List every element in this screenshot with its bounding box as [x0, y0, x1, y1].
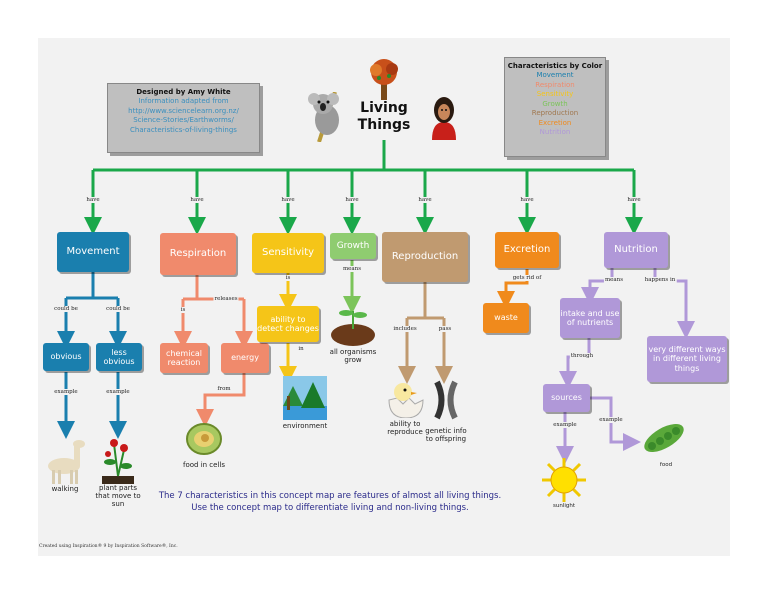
- node-waste[interactable]: waste: [483, 303, 529, 333]
- link-label-is: is: [284, 275, 292, 281]
- seedling-icon: [331, 310, 375, 346]
- peas-icon: [644, 424, 684, 452]
- sun-icon: [542, 458, 586, 502]
- map-title: Living Things: [356, 100, 412, 134]
- link-label-in: in: [297, 346, 305, 352]
- legend-item-excretion: Excretion: [538, 118, 572, 127]
- link-label-have: have: [280, 197, 296, 203]
- chromosome-icon: [434, 380, 458, 420]
- link-label-is: is: [179, 307, 187, 313]
- legend-item-reproduction: Reproduction: [531, 109, 579, 118]
- legend-heading: Characteristics by Color: [507, 62, 603, 70]
- software-credit: Created using Inspiration® 9 by Inspirat…: [39, 544, 178, 549]
- legend-item-nutrition: Nutrition: [539, 128, 571, 137]
- node-less-obvious[interactable]: less obvious: [96, 343, 142, 371]
- node-growth[interactable]: Growth: [330, 233, 376, 259]
- person-icon: [432, 97, 456, 140]
- link-label-have: have: [519, 197, 535, 203]
- link-label-have: have: [417, 197, 433, 203]
- hatching-chick-icon: [388, 383, 424, 418]
- node-very-different-ways[interactable]: very different ways in different living …: [647, 336, 727, 382]
- link-label-could-be: could be: [53, 306, 79, 312]
- designer-line: Information adapted from: [138, 97, 229, 106]
- node-sources[interactable]: sources: [543, 384, 590, 412]
- link-label-could-be: could be: [105, 306, 131, 312]
- legend-item-movement: Movement: [536, 71, 574, 80]
- caption-all-organisms-grow: all organisms grow: [329, 348, 377, 365]
- node-obvious[interactable]: obvious: [43, 343, 89, 371]
- link-label-gets-rid-of: gets rid of: [511, 275, 543, 281]
- node-reproduction[interactable]: Reproduction: [382, 232, 468, 282]
- link-label-example: example: [53, 389, 79, 395]
- llama-icon: [48, 440, 85, 484]
- koala-icon: [308, 92, 339, 142]
- source-url-link[interactable]: Science-Stories/Earthworms/: [133, 116, 234, 125]
- color-legend-box: Characteristics by Color Movement Respir…: [504, 57, 606, 157]
- node-nutrition[interactable]: Nutrition: [604, 232, 668, 268]
- link-label-means: means: [341, 266, 363, 272]
- node-excretion[interactable]: Excretion: [495, 232, 559, 268]
- caption-food-in-cells: food in cells: [183, 461, 225, 469]
- link-label-have: have: [626, 197, 642, 203]
- link-label-means: means: [603, 277, 625, 283]
- node-sensitivity[interactable]: Sensitivity: [252, 233, 324, 273]
- designer-info-box: Designed by Amy White Information adapte…: [107, 83, 260, 153]
- link-label-includes: includes: [392, 326, 418, 332]
- plant-icon: [102, 439, 134, 484]
- title-line-2: Things: [357, 116, 411, 133]
- link-label-releases: releases: [213, 296, 239, 302]
- source-url-link[interactable]: http://www.sciencelearn.org.nz/: [128, 106, 239, 115]
- link-label-from: from: [216, 386, 232, 392]
- legend-item-growth: Growth: [542, 99, 568, 108]
- caption-ability-to-reproduce: ability to reproduce: [387, 420, 423, 437]
- title-line-1: Living: [360, 100, 408, 116]
- footer-line-1: The 7 characteristics in this concept ma…: [158, 491, 502, 501]
- link-label-have: have: [85, 197, 101, 203]
- caption-walking: walking: [51, 485, 79, 493]
- caption-food: food: [659, 462, 673, 468]
- legend-item-sensitivity: Sensitivity: [536, 90, 574, 99]
- link-label-have: have: [344, 197, 360, 203]
- environment-icon: [283, 376, 327, 420]
- legend-item-respiration: Respiration: [535, 80, 575, 89]
- designer-heading: Designed by Amy White: [136, 88, 231, 96]
- footer-line-2: Use the concept map to differentiate liv…: [191, 502, 469, 513]
- tree-icon: [370, 59, 398, 100]
- link-label-happens-in: happens in: [643, 277, 677, 283]
- link-label-example: example: [105, 389, 131, 395]
- link-label-have: have: [189, 197, 205, 203]
- link-label-example: example: [598, 417, 624, 423]
- link-label-example: example: [552, 422, 578, 428]
- node-chemical-reaction[interactable]: chemical reaction: [160, 343, 208, 373]
- caption-sunlight: sunlight: [552, 503, 576, 509]
- caption-genetic-info: genetic info to offspring: [425, 427, 467, 444]
- node-energy[interactable]: energy: [221, 343, 269, 373]
- node-ability-to-detect-changes[interactable]: ability to detect changes: [257, 306, 319, 342]
- link-label-pass: pass: [437, 326, 453, 332]
- source-url-link[interactable]: Characteristics-of-living-things: [130, 125, 237, 134]
- cell-icon: [186, 423, 222, 455]
- node-intake-and-use-of-nutrients[interactable]: intake and use of nutrients: [560, 298, 620, 338]
- node-movement[interactable]: Movement: [57, 232, 129, 272]
- footer-note: The 7 characteristics in this concept ma…: [120, 491, 540, 515]
- caption-plant-parts: plant parts that move to sun: [95, 484, 141, 509]
- caption-environment: environment: [282, 422, 328, 430]
- node-respiration[interactable]: Respiration: [160, 233, 236, 275]
- link-label-through: through: [569, 353, 595, 359]
